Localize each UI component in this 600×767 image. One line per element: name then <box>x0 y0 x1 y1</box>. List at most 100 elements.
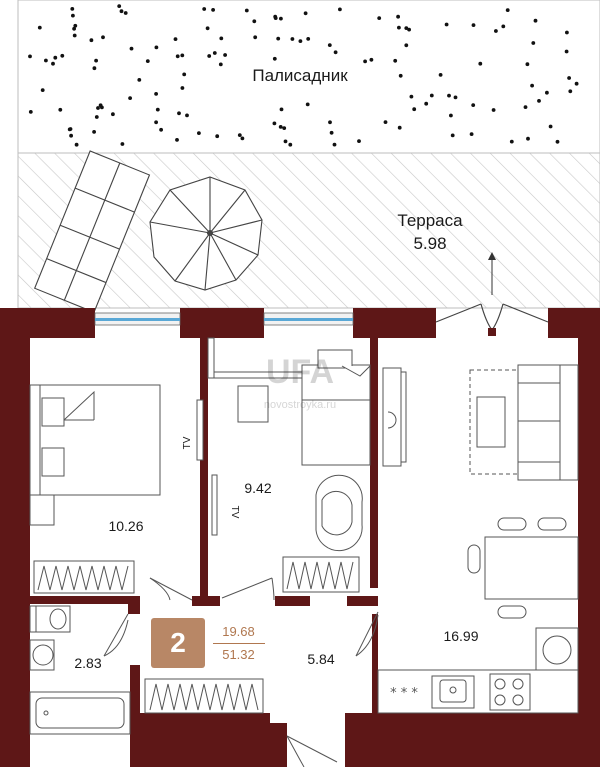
svg-text:* * *: * * * <box>390 686 418 701</box>
garden-dot <box>398 73 403 78</box>
garden-dot <box>329 130 334 135</box>
garden-dot <box>396 14 400 19</box>
garden-dot <box>272 121 277 126</box>
watermark-logo: UFA <box>266 353 334 391</box>
garden-dot <box>332 142 337 147</box>
garden-dot <box>94 115 99 119</box>
garden-dot <box>202 7 207 11</box>
garden-dot <box>564 49 569 54</box>
garden-dot <box>197 131 201 136</box>
garden-dot <box>565 30 569 35</box>
garden-dot <box>180 86 185 90</box>
garden-dot <box>154 92 159 96</box>
garden-dot <box>537 99 541 103</box>
garden-dot <box>383 120 388 124</box>
garden-dot <box>155 107 160 112</box>
garden-dot <box>145 59 150 63</box>
garden-dot <box>333 50 338 55</box>
garden-dot <box>574 81 579 86</box>
study: TV 9.42 <box>207 337 371 601</box>
terrace-label: Терраса <box>397 211 463 230</box>
living-area-total: 19.68 <box>222 624 255 639</box>
garden-dot <box>279 16 283 21</box>
study-area: 9.42 <box>244 480 271 496</box>
bathroom-door <box>103 613 129 657</box>
study-tv-label: TV <box>229 506 240 519</box>
garden: Палисадник <box>17 0 600 154</box>
garden-dot <box>523 105 528 109</box>
garden-dot <box>28 110 33 114</box>
garden-dot <box>276 36 281 41</box>
garden-dot <box>240 136 245 141</box>
garden-dot <box>531 41 536 45</box>
garden-dot <box>119 9 124 14</box>
garden-dot <box>305 102 310 107</box>
terrace-door <box>435 303 549 336</box>
garden-dot <box>159 127 164 132</box>
hall-area: 5.84 <box>307 651 334 667</box>
garden-dot <box>211 7 216 12</box>
garden-dot <box>306 37 311 41</box>
garden-dot <box>74 142 79 147</box>
garden-dot <box>94 58 98 63</box>
garden-dot <box>567 76 571 80</box>
kitchen-units: * * * <box>377 627 579 714</box>
garden-dot <box>568 89 573 94</box>
bathroom-area: 2.83 <box>74 655 101 671</box>
garden-dot <box>37 25 42 30</box>
garden-dot <box>215 134 220 139</box>
garden-dot <box>501 24 506 29</box>
garden-dot <box>290 37 295 41</box>
garden-dot <box>71 13 75 18</box>
study-door <box>221 577 275 601</box>
garden-dot <box>273 16 278 20</box>
garden-dot <box>409 94 414 99</box>
garden-dot <box>279 107 284 112</box>
dining-set <box>467 517 579 619</box>
garden-dot <box>412 107 417 112</box>
garden-dot <box>69 133 73 138</box>
garden-dot <box>404 43 409 48</box>
garden-dot <box>53 55 58 60</box>
garden-dot <box>253 35 258 40</box>
garden-dot <box>327 43 332 47</box>
garden-dot <box>51 61 55 66</box>
entrance-door <box>286 735 338 767</box>
garden-dot <box>89 38 94 43</box>
garden-dot <box>525 62 530 67</box>
living-door <box>355 611 379 657</box>
garden-dot <box>278 125 283 129</box>
garden-dot <box>137 78 142 82</box>
garden-dot <box>154 120 159 125</box>
watermark-sub: novostroyka.ru <box>264 399 336 411</box>
garden-dot <box>117 4 122 8</box>
garden-dot <box>67 127 72 132</box>
garden-dot <box>237 133 242 138</box>
bedroom: TV 10.26 <box>29 384 204 601</box>
garden-dot <box>70 6 75 11</box>
terrace-exit-arrow-icon <box>488 252 496 295</box>
garden-dot <box>303 11 308 16</box>
garden-dot <box>272 56 277 61</box>
garden-dot <box>128 96 133 100</box>
garden-dot <box>447 93 451 98</box>
terrace-area: 5.98 <box>413 234 446 253</box>
garden-dot <box>98 103 103 108</box>
garden-dot <box>526 136 530 141</box>
garden-dot <box>175 54 180 59</box>
watermark: UFA novostroyka.ru <box>264 353 336 411</box>
garden-dot <box>180 53 185 58</box>
garden-dot <box>478 61 483 66</box>
garden-dot <box>548 124 553 129</box>
garden-dot <box>450 133 455 138</box>
windows <box>94 312 354 326</box>
garden-dot <box>154 45 159 50</box>
bedroom-wardrobe <box>33 560 135 594</box>
garden-dot <box>283 139 288 144</box>
garden-dot <box>377 16 382 20</box>
garden-dot <box>282 126 287 130</box>
garden-dot <box>40 88 45 92</box>
bedroom-area: 10.26 <box>108 518 143 534</box>
garden-dot <box>404 26 409 30</box>
garden-dot <box>555 139 560 144</box>
